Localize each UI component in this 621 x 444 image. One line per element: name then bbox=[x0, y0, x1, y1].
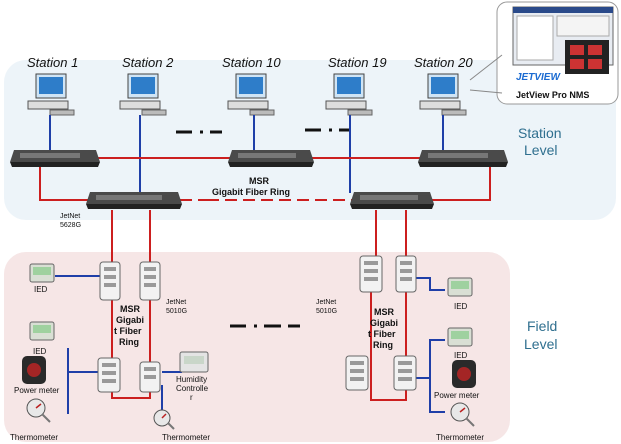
humidity-label-line2: Controlle bbox=[176, 384, 209, 393]
power-meter-right-icon bbox=[452, 360, 476, 388]
station-level-label-line2: Level bbox=[524, 142, 557, 158]
jetview-nms-panel bbox=[496, 1, 619, 105]
power-meter-right-label: Power meter bbox=[434, 391, 480, 400]
field-ring-left-line1: MSR bbox=[120, 304, 141, 314]
field-ring-right-line3: t Fiber bbox=[368, 329, 396, 339]
humidity-label-line1: Humidity bbox=[176, 375, 207, 384]
edge-switch-model-right-line1: JetNet bbox=[316, 299, 336, 306]
core-to-field-links bbox=[111, 210, 407, 270]
thermometer-left-label: Thermometer bbox=[10, 433, 58, 442]
ied-right-top-label: IED bbox=[454, 302, 468, 311]
station-ring-links bbox=[39, 157, 491, 201]
thermometer-right-icon bbox=[450, 402, 475, 427]
ied-right-top-icon bbox=[447, 277, 473, 297]
field-level-label-line1: Field bbox=[527, 318, 557, 334]
field-switch-left-bottom-b bbox=[139, 361, 161, 393]
field-ring-right bbox=[370, 292, 407, 401]
field-ring-right-line4: Ring bbox=[373, 340, 393, 350]
field-level-zone bbox=[4, 252, 510, 442]
station-19-label: Station 19 bbox=[328, 55, 387, 70]
edge-switch-model-left-line2: 5010G bbox=[166, 308, 187, 315]
ied-left-bottom-icon bbox=[29, 321, 55, 341]
edge-switch-model-right-line2: 5010G bbox=[316, 308, 337, 315]
jetview-logo: JETVIEW bbox=[516, 72, 561, 83]
station-ring-label-line1: MSR bbox=[249, 176, 270, 186]
thermometer-center-label: Thermometer bbox=[162, 433, 210, 442]
power-meter-left-label: Power meter bbox=[14, 386, 60, 395]
station-10-label: Station 10 bbox=[222, 55, 281, 70]
field-switch-left-top-b bbox=[139, 261, 161, 301]
ied-left-top-icon bbox=[29, 263, 55, 283]
core-switch-model-line1: JetNet bbox=[60, 213, 80, 220]
core-switch-model-line2: 5628G bbox=[60, 222, 81, 229]
jetview-caption: JetView Pro NMS bbox=[516, 90, 589, 100]
station-level-zone bbox=[4, 60, 616, 220]
power-meter-left-icon bbox=[22, 356, 46, 384]
core-switch-left bbox=[86, 192, 182, 209]
station-level-label-line1: Station bbox=[518, 125, 562, 141]
field-ring-label-left: MSR Gigabi t Fiber Ring bbox=[114, 304, 144, 347]
edge-switch-model-left-line1: JetNet bbox=[166, 299, 186, 306]
station-20-pc-icon bbox=[419, 73, 467, 116]
thermometer-center-icon bbox=[153, 409, 175, 430]
ied-right-bottom-label: IED bbox=[454, 351, 468, 360]
nms-pointer-lines bbox=[469, 54, 503, 94]
station-20-label: Station 20 bbox=[414, 55, 473, 70]
field-ring-label-right: MSR Gigabi t Fiber Ring bbox=[368, 307, 398, 350]
core-switch-right bbox=[350, 192, 434, 209]
field-ring-left-line4: Ring bbox=[119, 337, 139, 347]
station-2-pc-icon bbox=[119, 73, 167, 116]
station-19-pc-icon bbox=[325, 73, 373, 116]
ied-left-top-label: IED bbox=[34, 285, 48, 294]
station-1-label: Station 1 bbox=[27, 55, 78, 70]
field-level-label-line2: Level bbox=[524, 336, 557, 352]
field-switch-left-top-a bbox=[99, 261, 121, 301]
humidity-controller-icon bbox=[179, 351, 209, 373]
humidity-label-line3: r bbox=[190, 393, 193, 402]
field-switch-right-bottom-b bbox=[393, 355, 417, 391]
station-2-label: Station 2 bbox=[122, 55, 174, 70]
field-switch-right-top-b bbox=[395, 255, 417, 293]
station-uplinks bbox=[49, 115, 444, 193]
station-1-pc-icon bbox=[27, 73, 75, 116]
field-switch-left-bottom-a bbox=[97, 357, 121, 393]
ied-left-bottom-label: IED bbox=[33, 347, 47, 356]
thermometer-right-label: Thermometer bbox=[436, 433, 484, 442]
field-ring-left-line3: t Fiber bbox=[114, 326, 142, 336]
ied-right-bottom-icon bbox=[447, 327, 473, 347]
thermometer-left-icon bbox=[26, 398, 51, 423]
field-ring-right-line1: MSR bbox=[374, 307, 395, 317]
field-switch-right-bottom-a bbox=[345, 355, 369, 391]
field-ring-right-line2: Gigabi bbox=[370, 318, 398, 328]
station-ring-label-line2: Gigabit Fiber Ring bbox=[212, 187, 290, 197]
station-10-pc-icon bbox=[227, 73, 275, 116]
field-switch-right-top-a bbox=[359, 255, 383, 293]
station-switch-right bbox=[418, 150, 508, 167]
station-switch-left bbox=[10, 150, 100, 167]
field-ring-left-line2: Gigabi bbox=[116, 315, 144, 325]
station-switch-center bbox=[228, 150, 314, 167]
field-ring-left bbox=[111, 300, 151, 399]
